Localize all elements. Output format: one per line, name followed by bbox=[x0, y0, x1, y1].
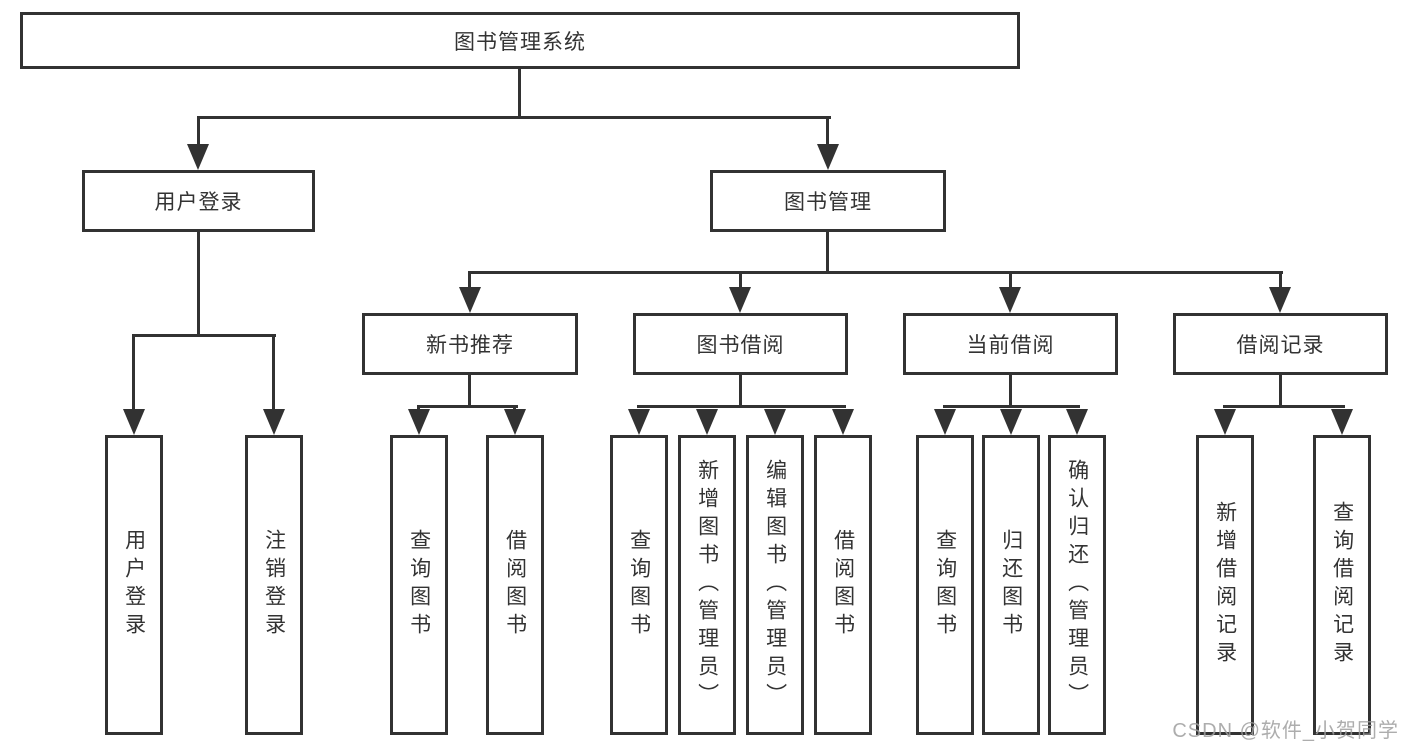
connector-vline bbox=[739, 373, 742, 408]
connector-vline bbox=[468, 271, 471, 291]
connector-vline bbox=[826, 116, 829, 148]
leaf-logout-label: 注销登录 bbox=[262, 529, 286, 641]
connector-hline bbox=[637, 405, 846, 408]
arrow-down-icon bbox=[1331, 409, 1353, 435]
leaf-borrow-books-2-label: 借阅图书 bbox=[831, 529, 855, 641]
arrow-down-icon bbox=[696, 409, 718, 435]
leaf-query-books-2-label: 查询图书 bbox=[627, 529, 651, 641]
leaf-query-borrow-record: 查询借阅记录 bbox=[1313, 435, 1371, 735]
leaf-edit-books-admin: 编辑图书（管理员） bbox=[746, 435, 804, 735]
arrow-down-icon bbox=[1066, 409, 1088, 435]
arrow-down-icon bbox=[764, 409, 786, 435]
csdn-watermark: CSDN @软件_小贺同学 bbox=[1172, 720, 1399, 742]
node-user-login-label: 用户登录 bbox=[154, 191, 243, 214]
connector-vline bbox=[518, 67, 521, 118]
leaf-edit-books-admin-label: 编辑图书（管理员） bbox=[763, 459, 787, 711]
connector-hline bbox=[197, 116, 831, 119]
node-book-borrowing-label: 图书借阅 bbox=[696, 334, 785, 357]
arrow-down-icon bbox=[1000, 409, 1022, 435]
connector-hline bbox=[943, 405, 1080, 408]
connector-hline bbox=[132, 334, 276, 337]
arrow-down-icon bbox=[1269, 287, 1291, 313]
node-user-login: 用户登录 bbox=[82, 170, 315, 232]
leaf-user-login: 用户登录 bbox=[105, 435, 163, 735]
node-borrow-records-label: 借阅记录 bbox=[1236, 334, 1325, 357]
connector-hline bbox=[468, 271, 1283, 274]
leaf-query-books-1-label: 查询图书 bbox=[407, 529, 431, 641]
arrow-down-icon bbox=[459, 287, 481, 313]
leaf-query-books-2: 查询图书 bbox=[610, 435, 668, 735]
leaf-confirm-return-admin-label: 确认归还（管理员） bbox=[1065, 459, 1089, 711]
arrow-down-icon bbox=[1214, 409, 1236, 435]
connector-vline bbox=[468, 373, 471, 408]
node-root-label: 图书管理系统 bbox=[454, 30, 586, 54]
leaf-query-books-3: 查询图书 bbox=[916, 435, 974, 735]
arrow-down-icon bbox=[817, 144, 839, 170]
leaf-logout: 注销登录 bbox=[245, 435, 303, 735]
arrow-down-icon bbox=[628, 409, 650, 435]
leaf-confirm-return-admin: 确认归还（管理员） bbox=[1048, 435, 1106, 735]
leaf-borrow-books-1: 借阅图书 bbox=[486, 435, 544, 735]
leaf-query-borrow-record-label: 查询借阅记录 bbox=[1330, 501, 1354, 669]
connector-vline bbox=[272, 334, 275, 410]
node-new-book-recommend: 新书推荐 bbox=[362, 313, 578, 375]
leaf-return-books-label: 归还图书 bbox=[999, 529, 1023, 641]
arrow-down-icon bbox=[187, 144, 209, 170]
leaf-borrow-books-2: 借阅图书 bbox=[814, 435, 872, 735]
leaf-query-books-1: 查询图书 bbox=[390, 435, 448, 735]
node-book-borrowing: 图书借阅 bbox=[633, 313, 848, 375]
connector-vline bbox=[1279, 271, 1282, 291]
arrow-down-icon bbox=[263, 409, 285, 435]
connector-vline bbox=[1279, 373, 1282, 408]
leaf-query-books-3-label: 查询图书 bbox=[933, 529, 957, 641]
node-borrow-records: 借阅记录 bbox=[1173, 313, 1388, 375]
arrow-down-icon bbox=[504, 409, 526, 435]
connector-vline bbox=[1009, 271, 1012, 291]
node-book-management: 图书管理 bbox=[710, 170, 946, 232]
connector-hline bbox=[417, 405, 518, 408]
connector-vline bbox=[132, 334, 135, 410]
connector-vline bbox=[1009, 373, 1012, 408]
leaf-add-books-admin-label: 新增图书（管理员） bbox=[695, 459, 719, 711]
node-current-borrowing: 当前借阅 bbox=[903, 313, 1118, 375]
connector-vline bbox=[739, 271, 742, 291]
arrow-down-icon bbox=[729, 287, 751, 313]
arrow-down-icon bbox=[123, 409, 145, 435]
node-root: 图书管理系统 bbox=[20, 12, 1020, 69]
arrow-down-icon bbox=[408, 409, 430, 435]
connector-vline bbox=[197, 116, 200, 148]
arrow-down-icon bbox=[832, 409, 854, 435]
connector-vline bbox=[826, 230, 829, 274]
leaf-add-books-admin: 新增图书（管理员） bbox=[678, 435, 736, 735]
node-current-borrowing-label: 当前借阅 bbox=[966, 334, 1055, 357]
leaf-return-books: 归还图书 bbox=[982, 435, 1040, 735]
leaf-user-login-label: 用户登录 bbox=[122, 529, 146, 641]
leaf-add-borrow-record-label: 新增借阅记录 bbox=[1213, 501, 1237, 669]
connector-hline bbox=[1223, 405, 1345, 408]
leaf-add-borrow-record: 新增借阅记录 bbox=[1196, 435, 1254, 735]
arrow-down-icon bbox=[934, 409, 956, 435]
node-book-management-label: 图书管理 bbox=[784, 191, 872, 214]
arrow-down-icon bbox=[999, 287, 1021, 313]
node-new-book-recommend-label: 新书推荐 bbox=[426, 334, 514, 357]
leaf-borrow-books-1-label: 借阅图书 bbox=[503, 529, 527, 641]
connector-vline bbox=[197, 230, 200, 336]
